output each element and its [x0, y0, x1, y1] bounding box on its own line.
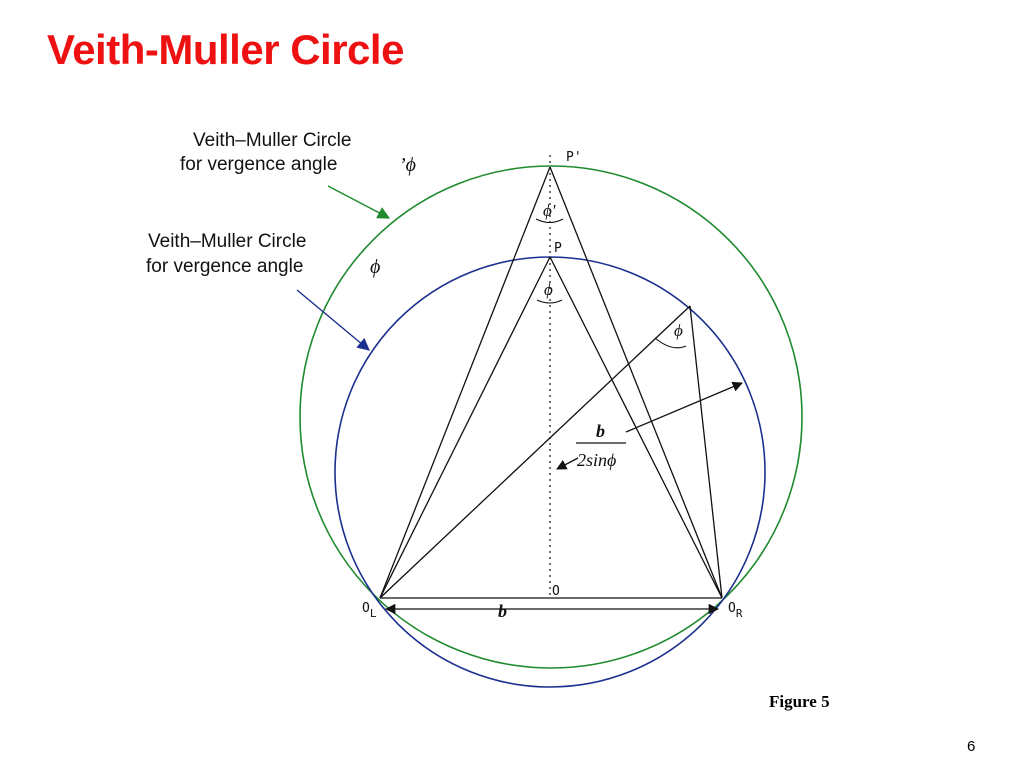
- outer-circle-pointer-arrow: [327, 185, 391, 219]
- radius-fraction-numerator: b: [596, 421, 605, 441]
- point-p-prime-label: P': [566, 150, 582, 165]
- angle-p-prime-label: ϕ': [543, 201, 556, 220]
- figure-caption: Figure 5: [769, 692, 830, 711]
- right-eye-label-main: O: [728, 601, 736, 616]
- line-ol-to-p: [379, 256, 551, 599]
- angle-arc-p-prime: [535, 218, 564, 224]
- outer-circle-label-line1: Veith–Muller Circle: [193, 130, 351, 151]
- angle-circle-point-label: ϕ: [674, 321, 683, 340]
- right-eye-label: OR: [728, 601, 743, 620]
- inner-veith-muller-circle: [334, 256, 766, 688]
- point-p-label: P: [554, 241, 562, 256]
- angle-arc-circle-point: [654, 337, 687, 349]
- radius-denominator-prefix: 2sin: [577, 450, 607, 470]
- right-eye-label-sub: R: [736, 607, 743, 620]
- line-ol-to-p-prime: [379, 166, 551, 599]
- angle-arc-p: [536, 299, 563, 304]
- radius-arrow-inward: [556, 457, 579, 470]
- line-or-to-p-prime: [549, 166, 723, 599]
- angle-p-label: ϕ: [544, 280, 553, 299]
- inner-circle-pointer-arrow: [296, 289, 370, 351]
- radius-arrow-outward: [625, 381, 743, 433]
- baseline-b-label: b: [498, 601, 507, 621]
- outer-circle-label-line2: for vergence angle: [180, 154, 337, 175]
- outer-veith-muller-circle: [299, 165, 803, 669]
- inner-circle-angle-symbol: ϕ: [370, 256, 380, 278]
- left-eye-label-main: O: [362, 601, 370, 616]
- inner-circle-label-line2: for vergence angle: [146, 256, 303, 277]
- left-eye-label: OL: [362, 601, 377, 620]
- line-or-to-circle-point: [689, 305, 723, 599]
- radius-denominator-symbol: ϕ: [607, 450, 616, 470]
- page-number: 6: [967, 738, 976, 755]
- outer-circle-angle-symbol: ’ϕ: [399, 154, 416, 176]
- left-eye-label-sub: L: [370, 607, 377, 620]
- inner-circle-label-line1: Veith–Muller Circle: [148, 231, 306, 252]
- line-ol-to-circle-point: [379, 305, 691, 599]
- slide-title: Veith-Muller Circle: [47, 26, 404, 73]
- point-o-label: O: [552, 584, 560, 599]
- radius-fraction-denominator: 2sinϕ: [577, 450, 616, 470]
